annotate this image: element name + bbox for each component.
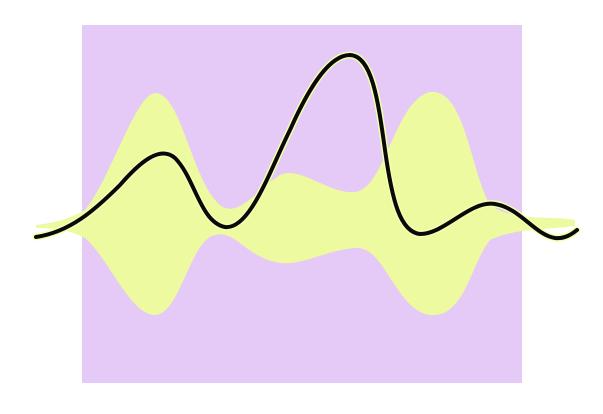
yellow-ribbon-shape: [36, 91, 575, 316]
wave-curve: [34, 53, 579, 241]
